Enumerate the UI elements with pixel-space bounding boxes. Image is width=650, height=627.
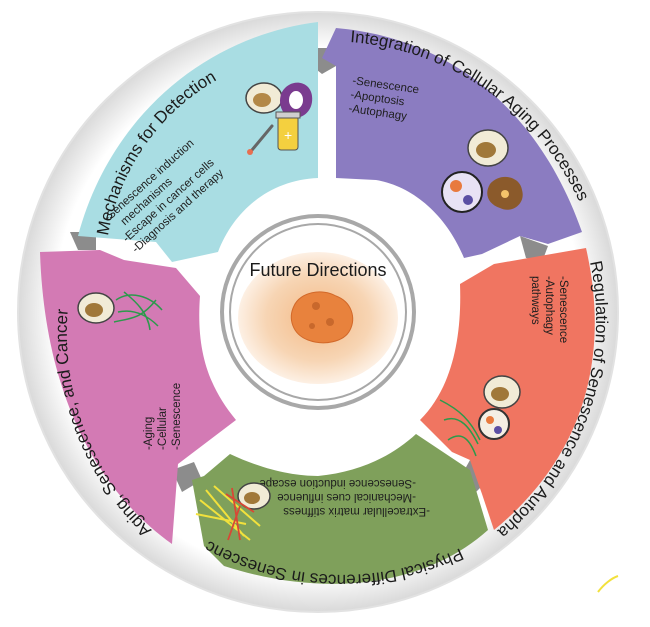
- pipette-drop-icon: [247, 149, 253, 155]
- physical-item: -Senescence induction escape: [259, 477, 416, 489]
- segment-aging-senescence-and-cancer: [40, 250, 236, 544]
- autophagosome-icon: [478, 408, 510, 440]
- physical-items: -Extracellular matrix stiffness -Mechani…: [259, 477, 430, 517]
- aging-item: -Senescence: [171, 383, 183, 450]
- stiff-fiber-icon: [225, 487, 255, 541]
- regulation-item: pathways: [529, 276, 541, 325]
- cell-nucleus-icon: [476, 142, 496, 158]
- aging-item: -Aging: [143, 417, 155, 450]
- aging-item: -Cellular: [157, 407, 169, 450]
- autophagy-vesicle-icon: [450, 180, 462, 192]
- detection-illustration: +: [245, 82, 313, 155]
- purple-cell-nucleus-icon: [289, 91, 303, 109]
- physical-illustration: [195, 482, 271, 541]
- segment-mechanisms-for-detection: [78, 22, 318, 262]
- regulation-item: -Autophagy: [543, 276, 555, 335]
- center-inner-border: [229, 223, 407, 401]
- autophagy-vesicle-icon: [486, 416, 494, 424]
- physical-item: -Extracellular matrix stiffness: [283, 505, 430, 517]
- pipette-icon: [250, 124, 274, 152]
- center-cell-nucleus-icon: [290, 291, 354, 344]
- cell-nucleus-icon: [491, 387, 509, 401]
- nucleus-spot-icon: [309, 323, 315, 329]
- aging-illustration: [77, 291, 163, 331]
- decorative-stroke-icon: [597, 575, 619, 593]
- nucleus-spot-icon: [312, 302, 320, 310]
- apoptotic-cell-icon: [441, 171, 483, 213]
- autophagy-vesicle-icon: [494, 426, 502, 434]
- ecm-fiber-icon: [439, 399, 481, 457]
- cell-nucleus-icon: [244, 492, 260, 504]
- nucleus-spot-icon: [326, 318, 334, 326]
- regulation-items: -Senescence -Autophagy pathways: [529, 276, 569, 343]
- aging-items: -Aging -Cellular -Senescence: [143, 383, 183, 450]
- segment-physical-differences-in-senescence: [192, 434, 488, 584]
- cell-nucleus-icon: [85, 303, 103, 317]
- regulation-illustration: [439, 375, 521, 457]
- cell-nucleus-icon: [253, 93, 271, 107]
- integration-illustration: [441, 129, 523, 213]
- cell-fragment-icon: [501, 190, 509, 198]
- ecm-fiber-icon: [113, 291, 163, 331]
- vial-plus-icon: +: [284, 127, 292, 143]
- ecm-fiber-icon: [195, 485, 261, 541]
- vial-cap-icon: [275, 111, 301, 119]
- regulation-item: -Senescence: [557, 276, 569, 343]
- autophagy-vesicle-icon: [463, 195, 473, 205]
- physical-item: -Mechanical cues influence: [277, 491, 416, 503]
- center-title: Future Directions: [249, 260, 386, 280]
